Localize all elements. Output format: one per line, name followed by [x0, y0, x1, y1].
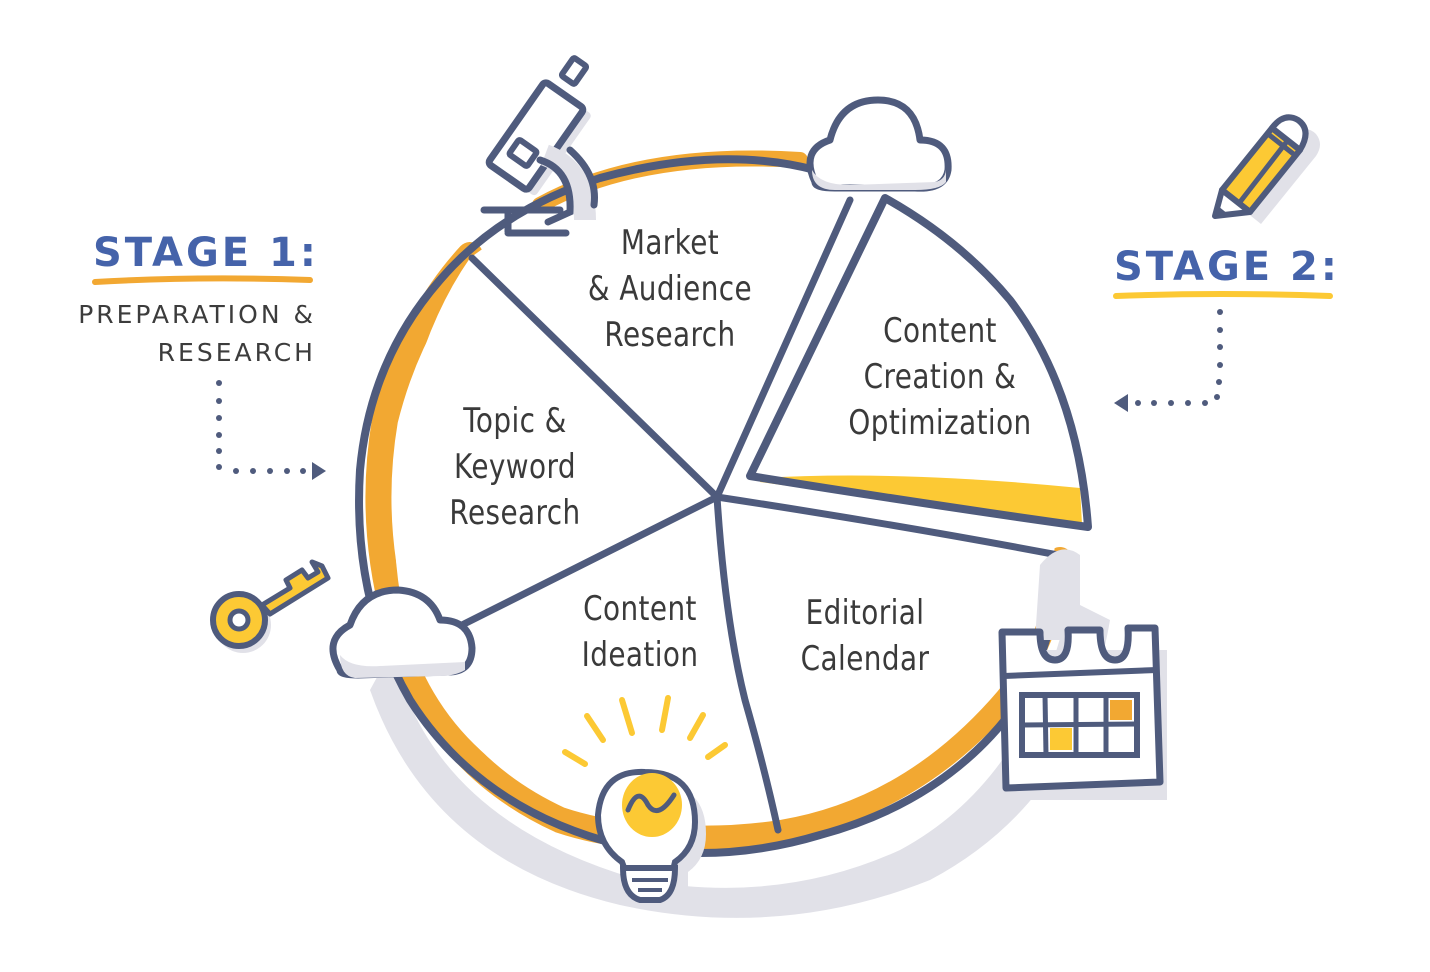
- spoke-ideation-topic: [458, 493, 721, 629]
- orange-ring: [365, 242, 1073, 851]
- label-line: Content: [883, 311, 997, 351]
- slice-label-market-audience-research: Market & Audience Research: [580, 220, 760, 358]
- cloud-icon-left: [329, 586, 476, 679]
- creation-slice-outline: [746, 194, 1092, 531]
- label-line: Research: [604, 315, 736, 355]
- label-line: Content: [583, 589, 697, 629]
- spoke-topic-market: [468, 254, 721, 501]
- spoke-editorial-ideation: [713, 493, 782, 834]
- label-line: Calendar: [800, 639, 930, 679]
- slice-label-editorial-calendar: Editorial Calendar: [779, 590, 951, 682]
- slice-label-content-creation-optimization: Content Creation & Optimization: [842, 308, 1039, 446]
- stage1-subtitle-line1: PREPARATION &: [78, 300, 316, 329]
- label-line: Market: [620, 223, 720, 263]
- lightbulb-icon: [562, 695, 728, 903]
- stage2-underline: [1113, 291, 1333, 299]
- key-icon: [210, 559, 331, 653]
- stage1-title: STAGE 1:: [93, 230, 319, 276]
- label-line: Editorial: [805, 593, 925, 633]
- cloud-icon-top: [806, 96, 952, 192]
- label-line: & Audience: [587, 269, 753, 309]
- slice-label-content-ideation: Content Ideation: [550, 586, 730, 678]
- stage2-dotted-arrow: [1114, 309, 1223, 412]
- stage2-title: STAGE 2:: [1114, 244, 1340, 290]
- arrow-left-icon: [1114, 394, 1128, 412]
- slice-label-topic-keyword-research: Topic & Keyword Research: [425, 398, 605, 536]
- wheel-shadow: [370, 600, 1110, 918]
- label-line: Ideation: [581, 635, 699, 675]
- label-line: Research: [449, 493, 581, 533]
- label-line: Optimization: [848, 403, 1032, 443]
- microscope-icon: [480, 55, 598, 237]
- label-line: Topic &: [463, 401, 567, 441]
- spoke-market-creation: [713, 196, 854, 501]
- creation-slice-fill: [752, 198, 1085, 528]
- wheel-outline: [355, 155, 1064, 857]
- calendar-icon: [998, 549, 1167, 800]
- stage1-dotted-arrow: [216, 380, 326, 480]
- stage1-underline: [92, 275, 313, 285]
- stage1-subtitle: PREPARATION & RESEARCH: [78, 296, 316, 372]
- stage1-subtitle-line2: RESEARCH: [157, 338, 316, 367]
- arrow-right-icon: [312, 462, 326, 480]
- pencil-icon: [1212, 114, 1320, 224]
- spoke-creation-editorial: [713, 493, 1062, 559]
- label-line: Keyword: [454, 447, 576, 487]
- label-line: Creation &: [863, 357, 1017, 397]
